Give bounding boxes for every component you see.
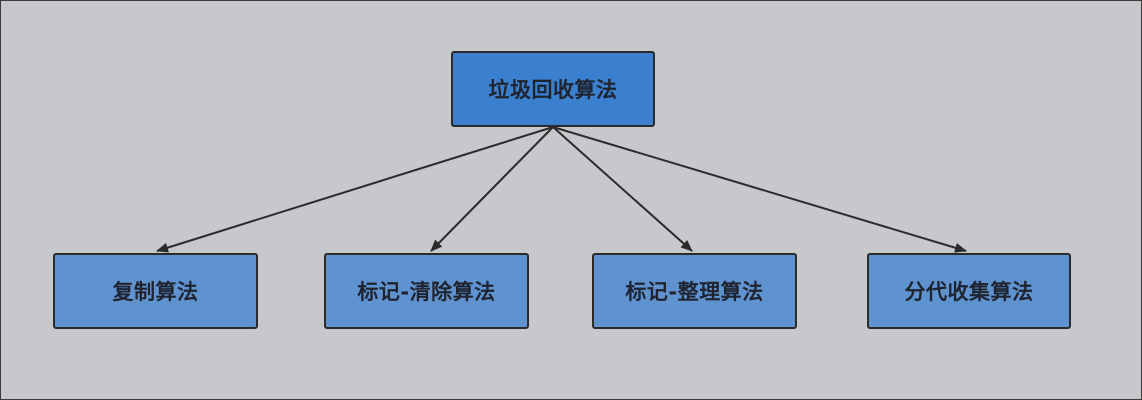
edge-root-to-copy — [156, 126, 554, 253]
node-root-gc-algorithms: 垃圾回收算法 — [451, 51, 655, 127]
edge-root-to-mark-compact — [552, 126, 693, 252]
node-copy-algorithm: 复制算法 — [53, 253, 258, 329]
edge-root-to-mark-sweep — [430, 126, 554, 252]
node-generational-algorithm: 分代收集算法 — [867, 253, 1071, 329]
edge-root-to-generational — [552, 126, 967, 253]
node-mark-compact-algorithm: 标记-整理算法 — [592, 253, 797, 329]
node-mark-sweep-algorithm: 标记-清除算法 — [324, 253, 529, 329]
